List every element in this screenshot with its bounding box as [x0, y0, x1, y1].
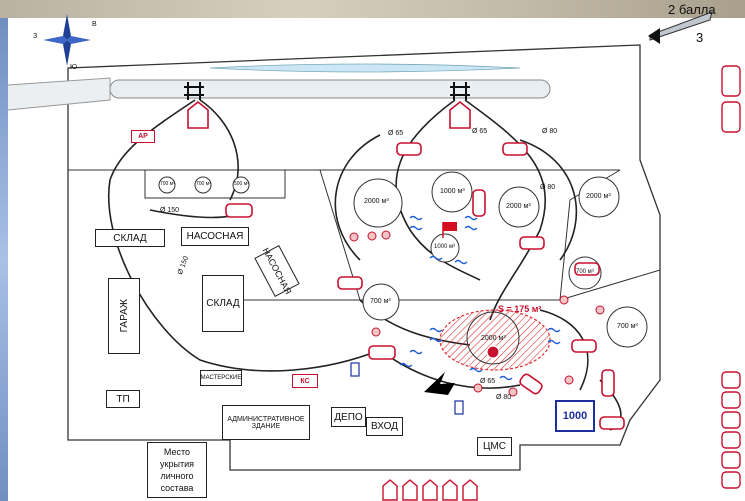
pipe-label: Ø 65 — [480, 378, 496, 385]
tank-label: 2000 м³ — [481, 335, 506, 342]
fire-center-icon — [486, 345, 500, 359]
attack-arrow-icon — [424, 372, 455, 395]
building-sklad: СКЛАД — [95, 229, 165, 247]
pipe-label: Ø 65 — [472, 128, 488, 135]
building-cms: ЦМС — [477, 437, 512, 456]
building-vhod: ВХОД — [366, 417, 403, 436]
tank-label: 2000 м³ — [364, 198, 389, 205]
pipe-label: Ø 80 — [496, 394, 512, 401]
tank-label: 700 м³ — [196, 181, 211, 187]
building-tp: ТП — [106, 390, 140, 408]
building-masterskie: МАСТЕРСКИЕ — [200, 370, 242, 386]
compass-rose-icon — [43, 14, 91, 66]
wind-arrow-icon — [649, 11, 713, 41]
building-depo: ДЕПО — [331, 407, 366, 427]
tank-label: 2000 м³ — [506, 203, 531, 210]
wind-label: 2 балла — [668, 2, 716, 17]
fire-flag-icon — [443, 222, 457, 231]
tank-label: 2000 м³ — [586, 193, 611, 200]
hydrants — [349, 230, 605, 397]
building-garazh: ГАРАЖ — [108, 278, 140, 354]
fire-area-label: S = 175 м² — [498, 304, 542, 314]
blue-marker — [350, 362, 360, 377]
vehicle-ar: АР — [131, 130, 155, 143]
tank-label: 700 м³ — [370, 298, 391, 305]
reserve-engines-right — [721, 65, 741, 489]
header-band — [0, 0, 745, 18]
building-nasosnaya: НАСОСНАЯ — [181, 227, 249, 246]
ladder-icons — [184, 82, 470, 100]
pipe-label: Ø 150 — [160, 207, 180, 214]
pipe-label: Ø 80 — [540, 184, 556, 191]
blue-marker — [454, 400, 464, 415]
tank-label: 1000 м³ — [440, 188, 465, 195]
pipe-label: Ø 80 — [542, 128, 558, 135]
pipe-label: Ø 65 — [388, 130, 404, 137]
wind-value: 3 — [696, 30, 704, 45]
building-admin: АДМИНИСТРАТИВНОЕ ЗДАНИЕ — [222, 405, 310, 440]
compass-west: З — [33, 33, 38, 40]
compass-south: Ю — [70, 64, 78, 71]
reserve-engines-bottom — [382, 479, 478, 501]
tank-label: 700 м³ — [617, 323, 638, 330]
garazh-label: ГАРАЖ — [118, 299, 130, 333]
river-entry — [7, 77, 111, 111]
left-slide-band — [0, 18, 8, 501]
site-boundary — [67, 44, 661, 471]
tank-label: 1000 м³ — [434, 244, 456, 250]
water-strip — [209, 63, 521, 73]
tank-label: 500 м³ — [234, 181, 249, 187]
canal — [109, 79, 551, 99]
water-sprays — [399, 215, 561, 381]
shelter-box: Место укрытия личного состава — [147, 442, 207, 498]
building-sklad-mid: СКЛАД — [202, 275, 244, 332]
box-1000: 1000 — [555, 400, 595, 432]
tank-label: 700 м³ — [576, 269, 594, 275]
divider-line — [319, 169, 661, 301]
fire-engines — [187, 100, 625, 430]
compass-east: В — [92, 21, 97, 28]
vehicle-ks: КС — [292, 374, 318, 388]
burning-tank — [466, 311, 520, 365]
tank-label: 700 м³ — [160, 181, 175, 187]
